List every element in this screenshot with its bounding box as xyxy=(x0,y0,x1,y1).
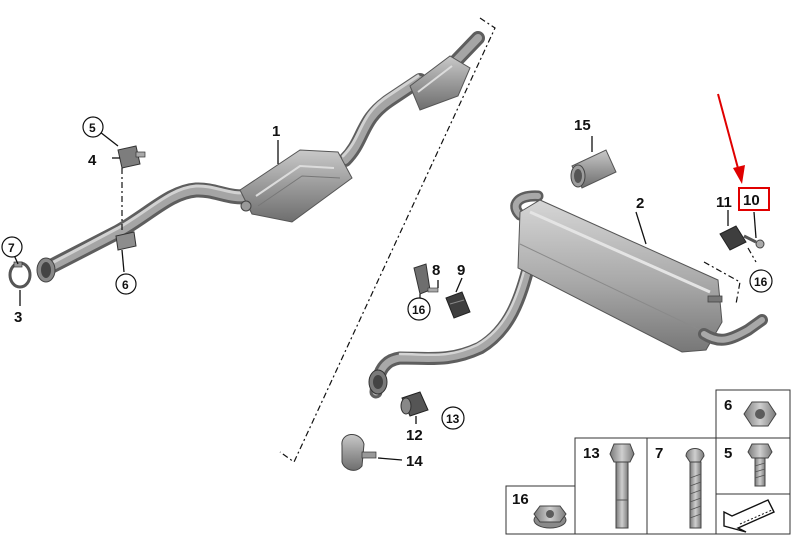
svg-text:13: 13 xyxy=(583,445,600,462)
svg-text:8: 8 xyxy=(432,262,440,279)
parts-grid: 6 13 7 5 xyxy=(505,389,791,535)
svg-text:15: 15 xyxy=(574,117,591,134)
svg-text:7: 7 xyxy=(8,241,15,255)
svg-text:2: 2 xyxy=(636,195,644,212)
bracket-part xyxy=(115,145,146,251)
svg-text:7: 7 xyxy=(655,445,663,462)
callout-1: 1 xyxy=(272,123,280,140)
callout-2: 2 xyxy=(636,195,644,212)
svg-text:13: 13 xyxy=(446,412,460,426)
clamp-ring-part xyxy=(8,261,32,289)
svg-text:16: 16 xyxy=(512,491,529,508)
svg-text:14: 14 xyxy=(406,453,423,470)
callout-9: 9 xyxy=(457,262,465,279)
callout-16-right: 16 xyxy=(749,269,773,293)
svg-text:9: 9 xyxy=(457,262,465,279)
stud-icon xyxy=(685,448,705,529)
callout-8: 8 xyxy=(432,262,440,279)
clamp-sleeve-part xyxy=(570,149,617,189)
front-pipe-part xyxy=(36,31,485,283)
hanger-part xyxy=(413,263,471,319)
callout-15: 15 xyxy=(574,117,591,134)
nut-icon xyxy=(743,401,777,427)
svg-text:11: 11 xyxy=(716,194,732,211)
muffler-hanger-part xyxy=(719,225,765,251)
flange-nut-icon xyxy=(533,505,567,529)
callout-10: 10 xyxy=(738,187,770,211)
callout-13: 13 xyxy=(441,406,465,430)
svg-text:3: 3 xyxy=(14,309,22,326)
callout-14: 14 xyxy=(406,453,423,470)
svg-text:5: 5 xyxy=(89,121,96,135)
svg-text:16: 16 xyxy=(412,303,426,317)
svg-text:6: 6 xyxy=(122,278,129,292)
callout-7: 7 xyxy=(1,236,23,258)
svg-text:5: 5 xyxy=(724,445,732,462)
short-bolt-icon xyxy=(747,443,773,487)
callout-6: 6 xyxy=(115,273,137,295)
callout-4: 4 xyxy=(88,152,97,169)
svg-text:12: 12 xyxy=(406,427,423,444)
svg-text:4: 4 xyxy=(88,152,97,169)
svg-text:6: 6 xyxy=(724,397,732,414)
callout-16-left: 16 xyxy=(407,297,431,321)
direction-arrow-icon xyxy=(723,499,775,533)
svg-text:10: 10 xyxy=(743,192,760,209)
rear-muffler-part xyxy=(369,190,768,399)
highlight-arrow xyxy=(717,93,745,184)
callout-11: 11 xyxy=(716,194,732,211)
callout-12: 12 xyxy=(406,427,423,444)
callout-5: 5 xyxy=(82,116,104,138)
svg-text:1: 1 xyxy=(272,123,280,140)
callout-3: 3 xyxy=(14,309,22,326)
mount-part xyxy=(341,369,429,471)
svg-text:16: 16 xyxy=(754,275,768,289)
bolt-icon xyxy=(609,443,635,529)
